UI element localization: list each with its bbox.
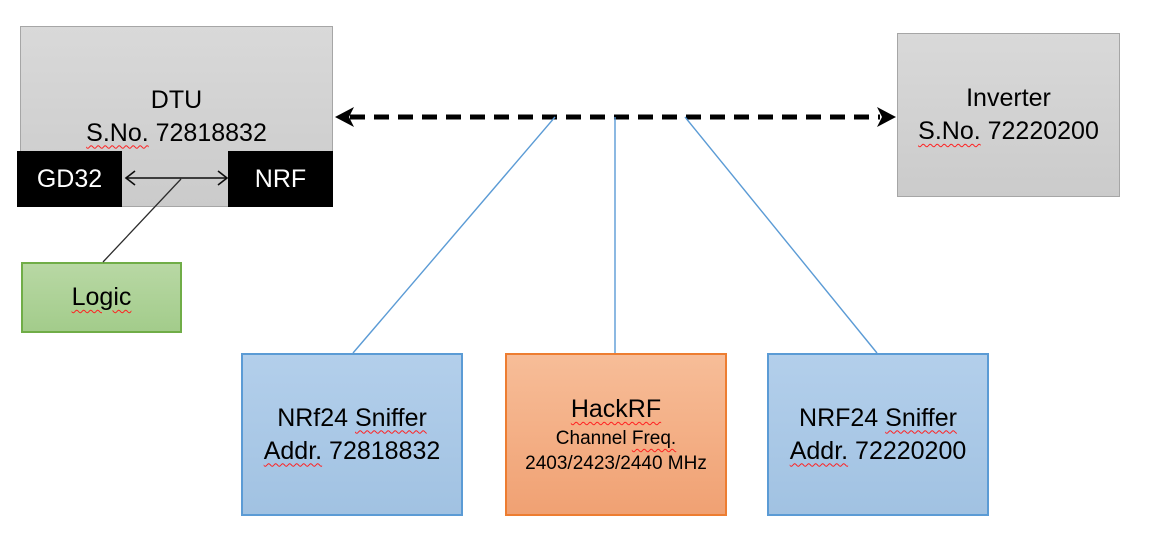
sniffer-right-box: NRF24 Sniffer Addr. 72220200 bbox=[767, 353, 989, 516]
sniffer-left-title-word: Sniffer bbox=[355, 403, 427, 432]
logic-label: Logic bbox=[71, 283, 132, 311]
arrowhead-right-icon bbox=[877, 107, 896, 127]
sniffer-left-address-label: Addr. bbox=[263, 436, 323, 465]
hackrf-freq-word: Freq. bbox=[631, 428, 677, 449]
dtu-serial-value: 72818832 bbox=[148, 118, 267, 147]
hackrf-channel-freq-label: Channel Freq. bbox=[556, 426, 676, 451]
inverter-box: Inverter S.No. 72220200 bbox=[897, 33, 1120, 197]
sniffer-right-title-word: Sniffer bbox=[885, 403, 957, 432]
nrf-label: NRF bbox=[254, 164, 307, 193]
sniffer-right-address-label: Addr. bbox=[789, 436, 849, 465]
sniffer-left-title: NRf24 Sniffer bbox=[277, 402, 427, 435]
hackrf-box: HackRF Channel Freq. 2403/2423/2440 MHz bbox=[505, 353, 727, 516]
hackrf-frequencies: 2403/2423/2440 MHz bbox=[525, 453, 707, 474]
sniffer-left-address: Addr. 72818832 bbox=[264, 435, 441, 468]
gd32-label: GD32 bbox=[36, 164, 103, 193]
sniffer-right-title-prefix: NRF24 bbox=[799, 403, 886, 432]
dtu-serial: S.No. 72818832 bbox=[86, 117, 267, 150]
arrowhead-left-icon bbox=[335, 107, 354, 127]
sniffer-left-address-value: 72818832 bbox=[322, 436, 441, 465]
sniffer-right-title: NRF24 Sniffer bbox=[799, 402, 957, 435]
inverter-serial-value: 72220200 bbox=[980, 117, 1099, 145]
hackrf-channel-word: Channel bbox=[555, 428, 632, 449]
dtu-serial-label: S.No. bbox=[86, 118, 149, 147]
inverter-title: Inverter bbox=[966, 84, 1051, 112]
inverter-serial: S.No. 72220200 bbox=[918, 115, 1099, 148]
sniffer-left-connector-line bbox=[352, 116, 556, 354]
sniffer-right-address-value: 72220200 bbox=[848, 436, 967, 465]
dtu-title: DTU bbox=[150, 85, 203, 114]
hackrf-title: HackRF bbox=[570, 395, 662, 423]
gd32-chip: GD32 bbox=[17, 151, 122, 207]
inverter-serial-label: S.No. bbox=[918, 117, 981, 145]
sniffer-right-connector-line bbox=[684, 116, 878, 354]
rf-link-dashed-arrow bbox=[335, 107, 896, 127]
sniffer-right-address: Addr. 72220200 bbox=[790, 435, 967, 468]
sniffer-left-title-prefix: NRf24 bbox=[277, 403, 355, 432]
nrf-chip: NRF bbox=[228, 151, 333, 207]
logic-box: Logic bbox=[21, 262, 182, 333]
sniffer-left-box: NRf24 Sniffer Addr. 72818832 bbox=[241, 353, 463, 516]
